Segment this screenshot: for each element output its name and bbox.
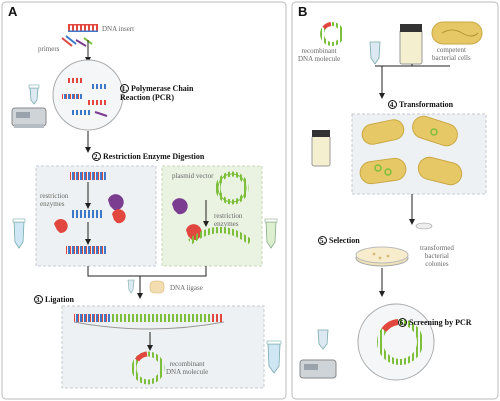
tube-green-icon [264,218,278,249]
linearized-vector [188,227,252,245]
step-1-pcr: 1.Polymerase Chain Reaction (PCR) [120,84,193,102]
insert-segment-a [134,351,148,362]
thermocycler-icon [11,107,47,128]
step-5-number: 5. [318,236,327,245]
screening-tube-icon [317,329,329,350]
restriction-enzymes-label-1: restriction enzymes [40,192,69,208]
competent-cells-label: competent bacterial cells [432,46,471,62]
plasmid-vector-label: plasmid vector [172,172,214,180]
panel-label-a: A [8,4,18,19]
recombinant-plasmid-a [131,351,165,385]
ligase-tube-icon [127,279,135,294]
recombinant-dna-label-a: recombinant DNA molecule [166,360,209,376]
merge-line-right [140,266,207,277]
restriction-enzymes-label-2: restriction enzymes [214,212,243,228]
digestion-right-box [161,165,263,267]
step-4-number: 4. [388,100,397,109]
petri-dish-icon [355,246,409,267]
step-1-number: 1. [120,84,129,93]
dna-insert-label: DNA insert [102,25,135,33]
digestion-insert-strand [70,172,106,180]
restriction-enzyme-icon [54,194,126,234]
step-4-transformation: 4.Transformation [388,100,453,109]
plating-icon [415,222,433,230]
step-5-selection: 5.Selection [318,236,360,245]
step-3-ligation: 3.Ligation [34,295,74,304]
panel-label-b: B [298,4,308,19]
pcr-tube-icon [28,84,40,105]
dna-insert-strand [68,24,98,32]
step-2-digestion: 2.Restriction Enzyme Digestion [92,152,204,161]
transformed-cells [359,115,463,186]
tube-blue-icon [12,218,26,249]
step-5-text: Selection [329,236,360,245]
step-4-text: Transformation [399,100,454,109]
panel-a-frame [1,1,287,400]
recombinant-dna-label-b: recombinant DNA molecule [298,47,341,63]
ligated-strand [73,314,225,330]
digested-fragments [66,210,106,254]
competent-cells-tube-icon [399,24,423,65]
step-2-number: 2. [92,152,101,161]
step-1-text: Polymerase Chain Reaction (PCR) [120,84,194,102]
dna-ligase-label: DNA ligase [170,284,203,292]
step-3-text: Ligation [45,295,74,304]
recombinant-plasmid-b [320,22,344,46]
dna-tube-icon [369,41,381,65]
step-6-screening: 6.Screening by PCR [398,318,472,327]
ligation-tube-icon [266,340,282,374]
step-3-number: 3. [34,295,43,304]
plasmid-ring [217,173,247,203]
transformation-tube-icon [311,130,331,167]
panel-b-frame [291,1,499,400]
merge-line-left [87,266,140,277]
step-2-text: Restriction Enzyme Digestion [103,152,205,161]
step-6-text: Screening by PCR [409,318,472,327]
primers-label: primers [38,45,60,53]
dna-ligase-icon [149,280,165,294]
screening-thermocycler-icon [299,359,337,379]
insert-segment-b [322,22,332,30]
screening-circle [357,303,435,381]
transformed-colonies-label: transformed bacterial colonies [420,244,454,268]
bacterial-cell-icon [431,21,483,45]
merge-line-b-right [411,64,450,67]
step-6-number: 6. [398,318,407,327]
pcr-dna-strands [62,78,108,117]
screening-insert [381,319,399,332]
